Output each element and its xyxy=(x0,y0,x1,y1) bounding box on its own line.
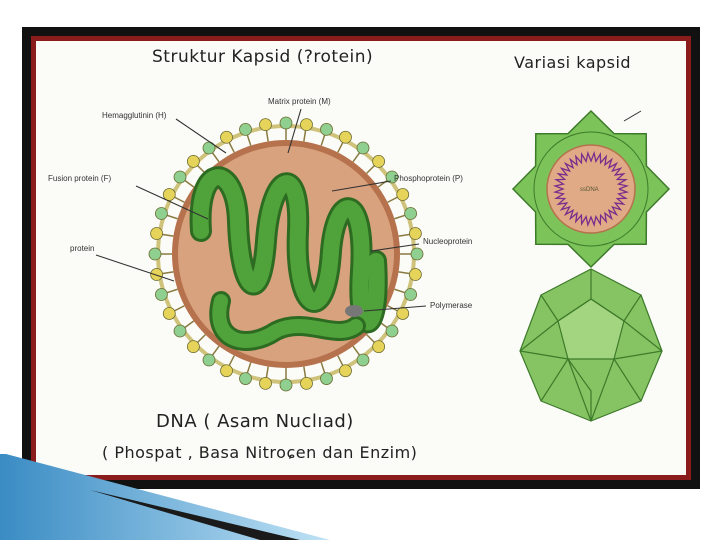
spike-head xyxy=(300,376,313,390)
arrow-polymerase xyxy=(363,305,427,312)
virus-particle xyxy=(148,116,424,392)
spike-head xyxy=(150,268,164,281)
dark-stripe xyxy=(90,490,300,540)
icosahedron-edge-1 xyxy=(590,269,642,322)
spike-head xyxy=(162,307,176,320)
label-rna: ssDNA xyxy=(580,187,599,193)
spike-head xyxy=(396,188,410,201)
spike-head xyxy=(220,130,233,144)
capsid-variant-icosahedron xyxy=(519,268,663,422)
blue-wedge xyxy=(0,454,330,540)
nucleocapsid-helix xyxy=(192,169,385,331)
spike-head xyxy=(239,123,252,136)
spike-head xyxy=(320,123,333,136)
spike-head xyxy=(155,207,168,220)
arrow-hemagglutinin xyxy=(175,118,227,154)
spike-head xyxy=(408,268,422,281)
caption-line-2: ( Phospat , Basa Nitroɕen dan Enzim) xyxy=(102,443,418,462)
label-fusion: Fusion protein (F) xyxy=(48,174,112,183)
slide-corner-decoration xyxy=(0,454,330,540)
slide-content: Struktur Kapsid (?rotein) Variasi kapsid… xyxy=(36,41,686,475)
label-matrix: Matrix protein (M) xyxy=(268,97,331,106)
label-hemagglutinin: Hemagglutinin (H) xyxy=(102,111,167,120)
ring-capsid-inner-line xyxy=(533,131,649,247)
spike-head xyxy=(148,247,162,261)
spike-head xyxy=(279,378,293,392)
arrow-nucleo xyxy=(370,243,420,252)
spike-head xyxy=(186,154,200,168)
label-polymerase: Polymerase xyxy=(430,301,473,310)
spike-head xyxy=(410,247,424,261)
arrow-matrix xyxy=(287,108,302,154)
spike-head xyxy=(339,130,352,144)
spike-head xyxy=(173,324,187,338)
label-phospho: Phosphoprotein (P) xyxy=(394,174,463,183)
ring-capsid-pointer xyxy=(623,110,642,122)
label-arrows xyxy=(95,108,427,312)
spike-head xyxy=(186,340,200,354)
spike-head xyxy=(356,141,370,155)
caption-line-1: DNA ( Asam Nuclıad) xyxy=(156,411,354,432)
arrow-phospho xyxy=(331,180,392,192)
spike-head xyxy=(385,324,399,338)
spike-head xyxy=(396,307,410,320)
spike-head xyxy=(408,227,422,240)
variations-title: Variasi kapsid xyxy=(514,53,632,72)
spike-head xyxy=(320,372,333,385)
polymerase-shape xyxy=(345,305,363,317)
spike-head xyxy=(279,116,293,130)
spike-head xyxy=(220,364,233,378)
icosahedron-edge-6 xyxy=(567,358,592,421)
diagram-title: Struktur Kapsid (?rotein) xyxy=(152,47,374,67)
spike-head xyxy=(259,376,272,390)
spike-head xyxy=(372,154,386,168)
spike-head xyxy=(372,340,386,354)
spike-head xyxy=(404,207,417,220)
spike-head xyxy=(385,170,399,184)
spike-head xyxy=(150,227,164,240)
icosahedron-edge-4 xyxy=(519,320,569,402)
nucleocapsid-lower xyxy=(212,294,363,348)
spike-head xyxy=(404,288,417,301)
virus-diagram xyxy=(95,108,671,422)
spike-head xyxy=(356,353,370,367)
ring-capsid-genome xyxy=(552,150,630,228)
ring-capsid-core xyxy=(546,144,636,234)
spike-head xyxy=(173,170,187,184)
spike-head xyxy=(259,118,272,132)
label-nucleo: Nucleoprotein xyxy=(423,237,473,246)
spike-head xyxy=(339,364,352,378)
spike-head xyxy=(155,288,168,301)
spike-head xyxy=(162,188,176,201)
spike-head xyxy=(202,353,216,367)
spike-head xyxy=(300,118,313,132)
spike-head xyxy=(239,372,252,385)
arrow-protein xyxy=(95,254,175,282)
icosahedron-edge-3 xyxy=(613,320,663,402)
arrow-fusion xyxy=(135,185,209,220)
label-protein: protein xyxy=(70,244,95,253)
capsid-variant-ring xyxy=(511,109,671,269)
